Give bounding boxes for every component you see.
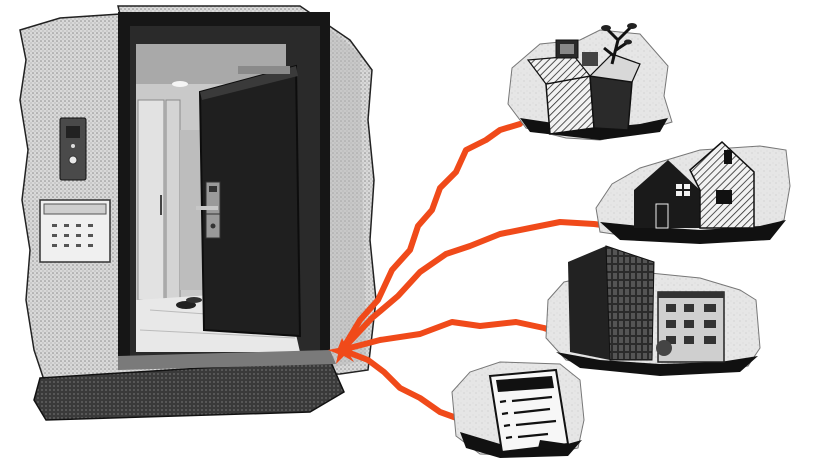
plant-icon: [603, 24, 634, 65]
door-scene: [19, 5, 377, 421]
open-door: [196, 64, 302, 338]
house-item: [595, 140, 791, 244]
moving-box-item: [507, 23, 673, 141]
mailbox-keypad: [39, 199, 111, 263]
branch-to-house: [339, 219, 613, 353]
shoes: [176, 301, 196, 309]
branch-to-box: [339, 121, 523, 353]
buildings-item: [545, 245, 761, 376]
branch-to-buildings: [339, 319, 565, 353]
document-item: [451, 361, 585, 458]
intercom: [59, 117, 87, 181]
crack-burst: [328, 338, 356, 364]
